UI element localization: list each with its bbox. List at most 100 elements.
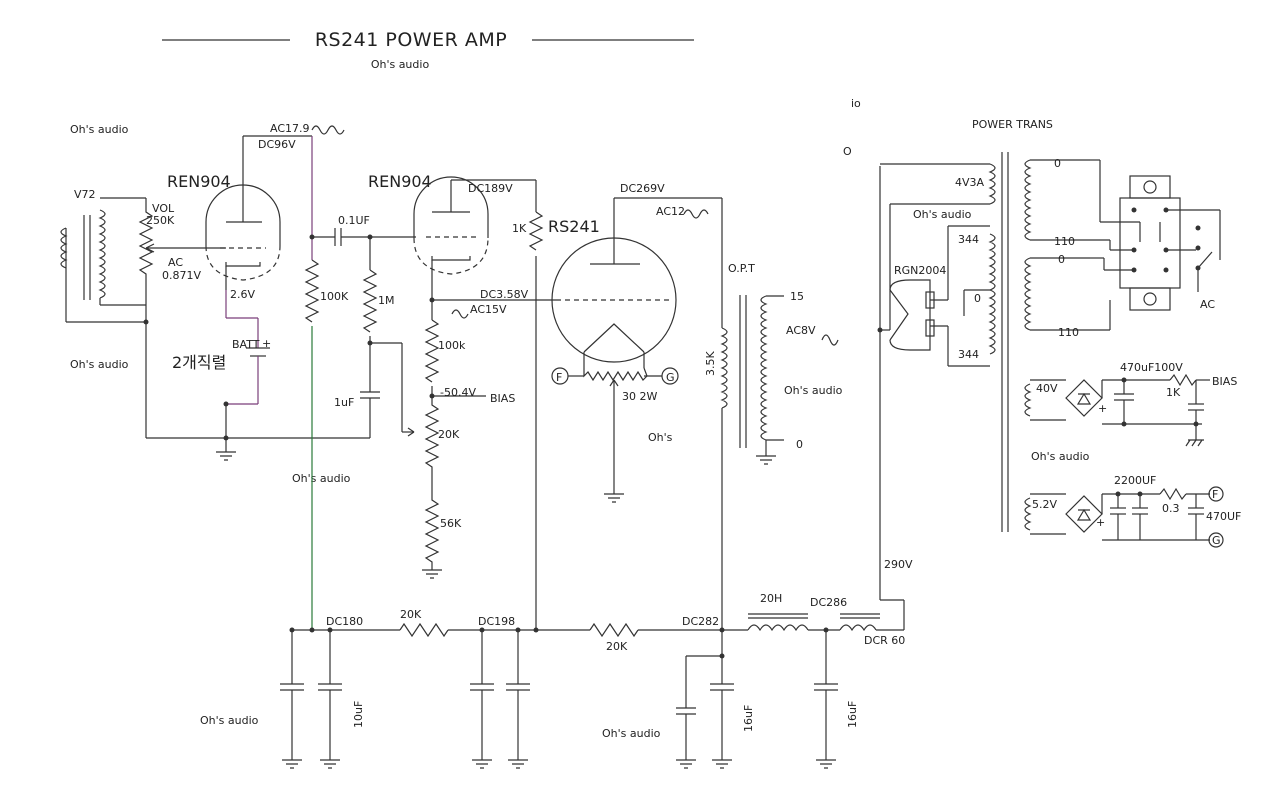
bias-network: DC3.58V AC15V 100k -50.4V BIAS 20K 56K bbox=[422, 288, 556, 579]
node-dc286: DC286 bbox=[810, 596, 847, 609]
title-block: RS241 POWER AMP Oh's audio bbox=[162, 29, 694, 71]
bias-resistor-label: 1K bbox=[1166, 386, 1181, 399]
ground-symbol bbox=[216, 451, 236, 461]
power-supply-rail: DC180 20K DC198 20K DC282 20H DC286 DCR … bbox=[280, 166, 913, 769]
watermark: Oh's audio bbox=[784, 384, 843, 397]
bias-ac-label: AC15V bbox=[470, 303, 507, 316]
bias-resistor-100k bbox=[424, 319, 440, 383]
cap2-label: 16uF bbox=[742, 705, 755, 732]
volume-pot bbox=[138, 198, 154, 322]
rectifier-envelope bbox=[889, 279, 931, 351]
watermark: Oh's audio bbox=[70, 123, 129, 136]
cathode-voltage: 2.6V bbox=[230, 288, 255, 301]
pt-hv-coil bbox=[988, 233, 996, 355]
rectifier-anode bbox=[925, 319, 935, 337]
tube2-plate-dc: DC189V bbox=[468, 182, 513, 195]
ac-label: AC bbox=[168, 256, 183, 269]
hum-pot-label: 30 2W bbox=[622, 390, 657, 403]
pri-0a-label: 0 bbox=[1054, 157, 1061, 170]
cap1-label: 10uF bbox=[352, 701, 365, 728]
input-stage: V72 VOL 250K AC 0.871V REN904 AC17.9 DC9… bbox=[60, 122, 370, 630]
ac-wave-symbol bbox=[821, 334, 839, 346]
output-plate-ac: AC12 bbox=[656, 205, 685, 218]
filament-resistor-label: 0.3 bbox=[1162, 502, 1180, 515]
bias-label: BIAS bbox=[490, 392, 515, 405]
stray-mark: O bbox=[843, 145, 852, 158]
bias-resistor-20k bbox=[424, 396, 440, 470]
bias-winding bbox=[1024, 383, 1032, 417]
bias-resistor-56k bbox=[424, 470, 440, 570]
output-stage: RS241 DC269V AC12 3.5K F G 30 2W O.P.T bbox=[548, 182, 839, 630]
output-tube-label: RS241 bbox=[548, 217, 600, 236]
watermark: Oh's audio bbox=[70, 358, 129, 371]
choke2-dcr: DCR 60 bbox=[864, 634, 905, 647]
output-tube-filament bbox=[583, 323, 645, 353]
ac-input-label: AC bbox=[1200, 298, 1215, 311]
bias-r3-label: 56K bbox=[440, 517, 462, 530]
watermark: Oh's bbox=[648, 431, 673, 444]
watermark: Oh's audio bbox=[292, 472, 351, 485]
diode-symbol bbox=[1076, 392, 1092, 405]
battery-plus: + bbox=[262, 337, 271, 350]
power-transformer: POWER TRANS 4V3A 344 0 344 RGN2004 bbox=[877, 118, 1241, 548]
page-title: RS241 POWER AMP bbox=[315, 29, 507, 51]
filament-supply-voltage: 5.2V bbox=[1032, 498, 1057, 511]
filament-terminal-f bbox=[1208, 486, 1224, 502]
input-transformer-label: V72 bbox=[74, 188, 96, 201]
cathode-cap-label: 1uF bbox=[334, 396, 354, 409]
filament-out-g: G bbox=[1212, 534, 1221, 547]
filament-resistor bbox=[1159, 487, 1187, 501]
rectifier-filament bbox=[889, 289, 909, 341]
ground-symbol bbox=[756, 455, 776, 465]
node-dc198: DC198 bbox=[478, 615, 515, 628]
voltage-selector-switch: AC bbox=[1090, 159, 1221, 331]
ac-value: 0.871V bbox=[162, 269, 201, 282]
bias-plus: + bbox=[1098, 402, 1107, 415]
filament-cap1-label: 2200UF bbox=[1114, 474, 1156, 487]
filament-terminal-g bbox=[661, 367, 679, 385]
filament-terminal-g bbox=[1208, 532, 1224, 548]
input-secondary-coil bbox=[98, 209, 106, 299]
supply-r1-label: 20K bbox=[400, 608, 422, 621]
grid-resistor bbox=[362, 269, 378, 333]
tube2-plate-load bbox=[528, 211, 544, 251]
output-plate-dc: DC269V bbox=[620, 182, 665, 195]
hum-pot bbox=[583, 367, 648, 382]
filament-out-f: F bbox=[1212, 488, 1218, 501]
filament-winding bbox=[1024, 497, 1032, 531]
ground-symbol bbox=[422, 569, 442, 579]
bias-supply-voltage: 40V bbox=[1036, 382, 1058, 395]
tube1-filament bbox=[225, 262, 261, 267]
bias-resistor bbox=[1169, 373, 1197, 387]
tube2-envelope bbox=[413, 176, 489, 238]
opt-primary-label: 3.5K bbox=[704, 351, 717, 376]
filament-g-label: G bbox=[666, 371, 675, 384]
watermark: Oh's audio bbox=[913, 208, 972, 221]
hv-label: 290V bbox=[884, 558, 913, 571]
opt-secondary-coil bbox=[760, 295, 768, 441]
plate-dc-label: DC96V bbox=[258, 138, 296, 151]
node-dc180: DC180 bbox=[326, 615, 363, 628]
bias-r2-label: 20K bbox=[438, 428, 460, 441]
bias-voltage: -50.4V bbox=[440, 386, 476, 399]
tube2-envelope-lower bbox=[413, 237, 489, 275]
bias-cap-label: 470uF100V bbox=[1120, 361, 1183, 374]
battery-label: BATT bbox=[232, 338, 260, 351]
driver-stage: 0.1UF 1M 1uF REN904 DC189V 1K bbox=[309, 172, 544, 630]
sec-bot-label: 344 bbox=[958, 348, 979, 361]
opt-out-ac: AC8V bbox=[786, 324, 816, 337]
volume-value: 250K bbox=[146, 214, 175, 227]
supply-r2-label: 20K bbox=[606, 640, 628, 653]
plate-load-resistor bbox=[304, 259, 320, 323]
sec-mid-label: 0 bbox=[974, 292, 981, 305]
pt-primary-coil-1 bbox=[1024, 159, 1032, 241]
filament-f-label: F bbox=[556, 371, 562, 384]
power-trans-title: POWER TRANS bbox=[972, 118, 1053, 131]
plate-load-label: 100K bbox=[320, 290, 349, 303]
ac-wave-symbol bbox=[451, 309, 469, 319]
choke-2 bbox=[839, 624, 877, 632]
tube1-label: REN904 bbox=[167, 172, 231, 191]
watermark: Oh's audio bbox=[602, 727, 661, 740]
diode-symbol bbox=[1076, 508, 1092, 521]
